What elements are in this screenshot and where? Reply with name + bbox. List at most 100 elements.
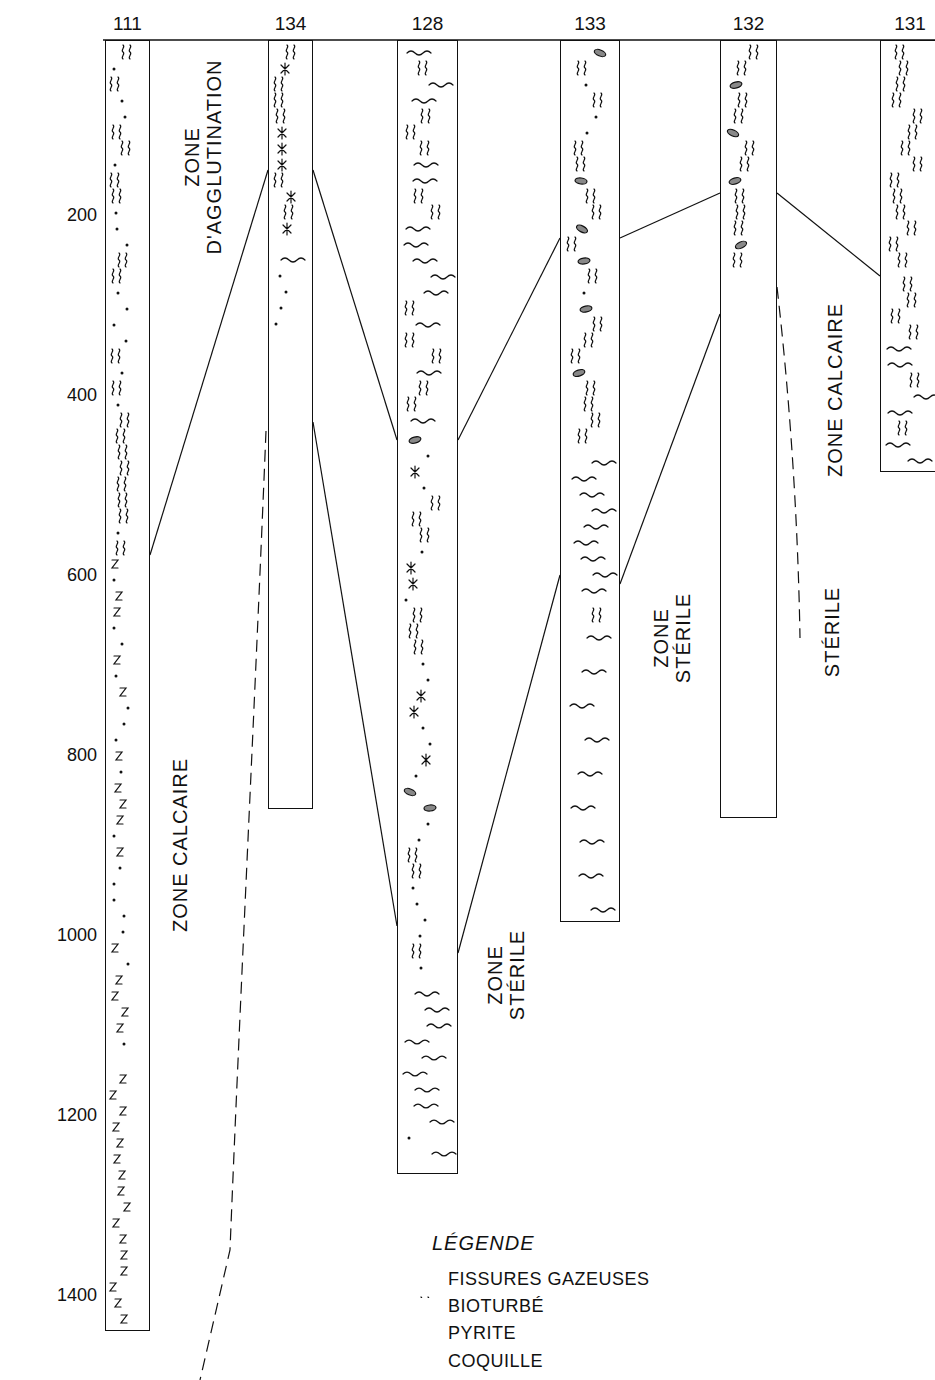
dot-mark xyxy=(421,551,424,554)
bioturbation-mark xyxy=(896,77,898,91)
bioturbation-mark xyxy=(418,61,420,75)
lamina-wave xyxy=(407,51,431,55)
lamina-line xyxy=(271,357,310,358)
lamina-line xyxy=(563,713,617,715)
lamina-line xyxy=(723,596,774,597)
dot-mark xyxy=(595,116,598,119)
lamina-line xyxy=(271,791,310,792)
bioturbation-mark xyxy=(121,141,123,155)
bioturbation-mark xyxy=(405,301,407,315)
bioturbation-mark xyxy=(118,493,120,507)
lamina-line xyxy=(271,410,310,411)
lamina-line xyxy=(723,683,774,684)
lamina-line xyxy=(723,310,774,311)
lamina-line xyxy=(723,746,774,747)
bioturbation-mark xyxy=(916,325,918,339)
dot-mark xyxy=(115,675,118,678)
dot-mark xyxy=(117,532,120,535)
lamina-wave xyxy=(572,477,596,481)
bioturbation-mark xyxy=(908,141,910,155)
bioturbation-mark xyxy=(917,373,919,387)
dot-mark xyxy=(114,164,117,167)
bioturbation-mark xyxy=(119,269,121,283)
dot-mark xyxy=(583,292,586,295)
lamina-wave xyxy=(425,1008,449,1012)
legend-text: FISSURES GAZEUSES xyxy=(448,1268,650,1290)
lamina-line xyxy=(563,733,617,734)
gas-fissure-mark xyxy=(112,944,118,952)
dot-mark xyxy=(113,835,116,838)
bioturbation-mark xyxy=(120,413,122,427)
bioturbation-mark xyxy=(110,173,112,187)
bioturbation-mark xyxy=(413,125,415,139)
dot-mark xyxy=(123,723,126,726)
gas-fissure-mark xyxy=(118,1187,124,1195)
lamina-line xyxy=(563,845,617,846)
pyrite-mark xyxy=(278,127,286,139)
gas-fissure-mark xyxy=(117,1024,123,1032)
lamina-line xyxy=(271,670,310,671)
gas-fissure-mark xyxy=(120,1107,126,1115)
shell-mark xyxy=(408,436,421,445)
lamina-line xyxy=(723,475,774,476)
dot-mark xyxy=(115,212,118,215)
pyrite-mark xyxy=(417,690,425,702)
shell-mark xyxy=(726,128,739,138)
lamina-line xyxy=(723,535,774,536)
lamina-line xyxy=(271,429,310,430)
lamina-line xyxy=(271,479,310,481)
gas-fissure-mark xyxy=(112,560,118,568)
bioturbation-mark xyxy=(123,541,125,555)
bioturbation-mark xyxy=(111,349,113,363)
lamina-line xyxy=(723,432,774,433)
gas-fissure-mark xyxy=(117,848,123,856)
lamina-line xyxy=(723,561,774,562)
bioturbation-mark xyxy=(741,221,743,235)
lamina-line xyxy=(723,436,774,437)
lamina-wave xyxy=(581,557,605,561)
lamina-line xyxy=(271,616,310,618)
depth-label: 1000 xyxy=(57,925,97,946)
gas-fissure-mark xyxy=(113,1123,119,1131)
bioturbation-mark xyxy=(116,541,118,555)
lamina-line xyxy=(271,423,310,424)
core-column: 111 xyxy=(105,40,150,1331)
lamina-line xyxy=(271,737,310,738)
bioturbation-mark xyxy=(414,189,416,203)
lamina-line xyxy=(723,566,774,567)
lamina-line xyxy=(563,683,617,684)
lamina-line xyxy=(271,696,310,698)
depth-label: 400 xyxy=(67,385,97,406)
bioturbation-mark xyxy=(123,429,125,443)
lamina-line xyxy=(563,902,617,903)
pyrite-mark xyxy=(281,63,289,75)
bioturbation-mark xyxy=(284,205,286,219)
bioturbation-mark xyxy=(741,109,743,123)
bioturbation-mark xyxy=(588,269,590,283)
legend-heading: LÉGENDE xyxy=(432,1232,535,1255)
bioturbation-mark xyxy=(428,109,430,123)
bioturbation-mark xyxy=(733,253,735,267)
lamina-line xyxy=(271,461,310,462)
bioturbation-mark xyxy=(893,189,895,203)
bioturbation-mark xyxy=(414,640,416,654)
bioturbation-mark xyxy=(735,189,737,203)
lamina-line xyxy=(271,723,310,724)
lamina-line xyxy=(563,911,617,912)
lamina-line xyxy=(723,362,774,363)
lamina-line xyxy=(563,776,617,777)
bioturbation-mark xyxy=(425,61,427,75)
bioturbation-mark xyxy=(431,205,433,219)
dot-mark xyxy=(275,323,278,326)
lamina-line xyxy=(271,674,310,675)
bioturbation-mark xyxy=(431,496,433,510)
bioturbation-mark xyxy=(127,461,129,475)
lamina-line xyxy=(723,695,774,696)
lamina-wave xyxy=(417,371,441,375)
dot-mark xyxy=(120,771,123,774)
bioturbation-mark xyxy=(419,381,421,395)
dot-mark xyxy=(280,307,283,310)
lamina-line xyxy=(271,643,310,645)
dot-mark xyxy=(422,663,425,666)
bioturbation-mark xyxy=(584,61,586,75)
